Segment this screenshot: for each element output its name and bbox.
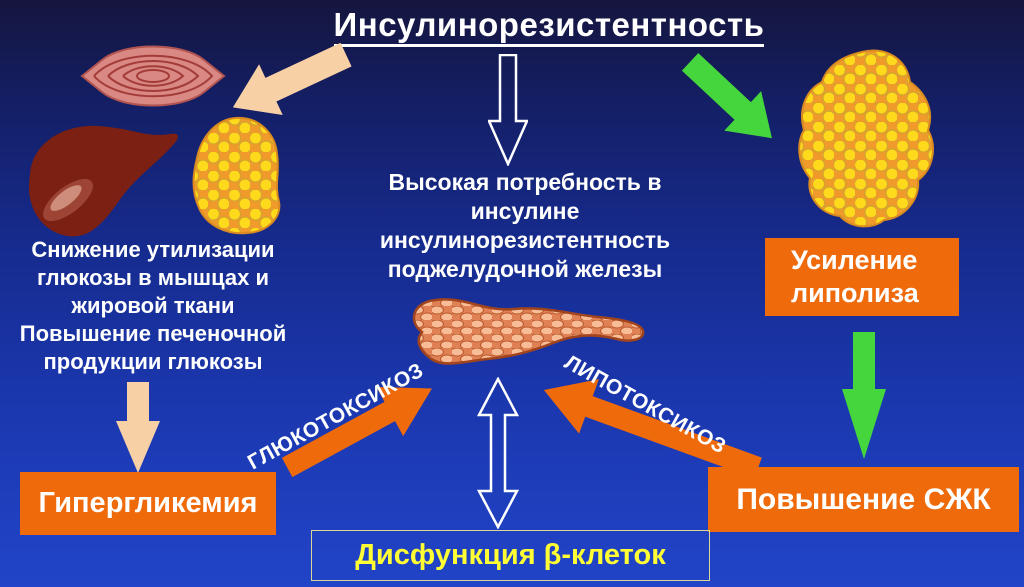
muscle-icon — [80, 45, 226, 107]
insulin-demand-text: Высокая потребность в инсулине инсулинор… — [379, 169, 671, 282]
adipose-tissue-small-icon — [192, 116, 281, 235]
beta-dysfunction-box: Дисфункция β-клеток — [311, 530, 710, 581]
arrow-lipotoxicosis-icon — [534, 363, 768, 495]
lipolysis-box: Усиление липолиза — [765, 238, 959, 316]
adipose-tissue-large-icon — [798, 49, 934, 228]
arrow-pancreas-beta-icon — [477, 377, 519, 529]
liver-icon — [29, 125, 178, 237]
arrow-to-ffa-icon — [842, 332, 886, 459]
arrow-to-hyperglycemia-icon — [116, 382, 160, 473]
hyperglycemia-box: Гипергликемия — [20, 472, 276, 535]
page-title: Инсулинорезистентность — [37, 6, 1024, 47]
pancreas-icon — [412, 298, 645, 365]
arrow-title-to-demand-icon — [488, 54, 528, 166]
arrow-title-to-organs-icon — [221, 29, 358, 133]
page-title-text: Инсулинорезистентность — [333, 6, 765, 47]
arrow-title-to-adipose-icon — [672, 42, 791, 158]
ffa-increase-box: Повышение СЖК — [708, 467, 1019, 532]
arrow-glucotoxicosis-icon — [274, 364, 446, 492]
glucose-utilization-text: Снижение утилизации глюкозы в мышцах и ж… — [19, 237, 287, 374]
